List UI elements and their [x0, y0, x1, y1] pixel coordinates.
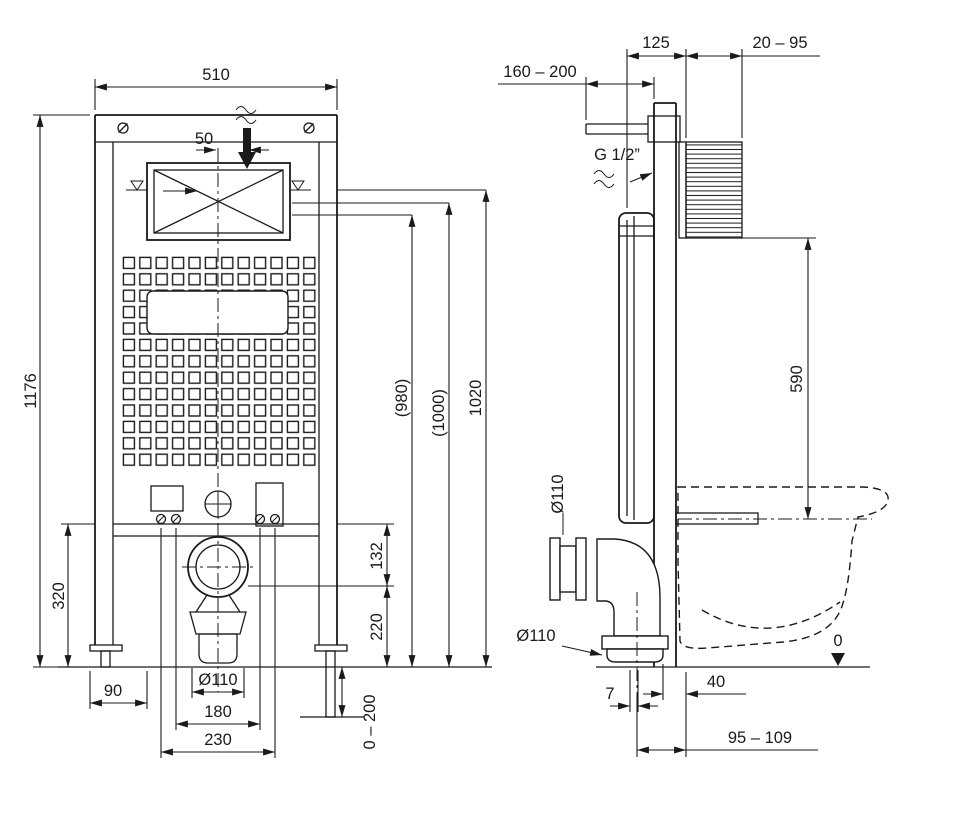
- dim-90: 90: [104, 682, 122, 700]
- floor-datum: 0: [831, 632, 845, 666]
- dim-7: 7: [605, 685, 614, 703]
- dim-160-200: 160 – 200: [503, 63, 576, 81]
- label-water-connection: G 1/2”: [594, 146, 640, 164]
- protection-plate-grid: [121, 255, 318, 469]
- supply-pipe: [585, 123, 648, 135]
- pipe-coupler: [549, 537, 587, 601]
- dimensions-side: 160 – 200 125 20 – 95 G 1/2” 590 Ø110: [498, 34, 820, 757]
- odor-extraction-icon: [235, 106, 257, 124]
- wall-hatch: [685, 141, 743, 239]
- dim-125: 125: [642, 34, 670, 52]
- fixing-screw-icon: [269, 513, 281, 525]
- inlet-arrow-icon: [238, 128, 256, 169]
- fixing-screw-icon: [155, 513, 167, 525]
- dim-20-95: 20 – 95: [752, 34, 807, 52]
- wall-section: [678, 141, 743, 239]
- dim-320: 320: [50, 582, 68, 610]
- dim-510: 510: [202, 66, 230, 84]
- datum-arrow-icon: [831, 653, 845, 666]
- fixing-screw-icon: [254, 513, 266, 525]
- dim-230: 230: [204, 731, 232, 749]
- water-level-icon: [126, 180, 147, 191]
- right-foot: [314, 644, 348, 652]
- label-pipe-dia-outlet: Ø110: [516, 627, 555, 645]
- left-foot: [89, 644, 123, 652]
- label-pipe-dia-side: Ø110: [549, 474, 567, 513]
- dim-0-200: 0 – 200: [361, 694, 379, 749]
- dim-980: (980): [393, 379, 411, 418]
- dim-drain-dia: Ø110: [198, 671, 237, 689]
- drain-assembly: [182, 148, 254, 692]
- dim-1020: 1020: [467, 380, 485, 417]
- dim-220: 220: [368, 613, 386, 641]
- dim-1000: (1000): [430, 389, 448, 437]
- front-view: 510 50 1176 320 1020 (1000) (980): [22, 66, 492, 758]
- supply-elbow: [647, 115, 681, 143]
- cistern-profile: [618, 212, 655, 524]
- water-level-icon: [290, 180, 311, 191]
- screw-hole-icon: [117, 122, 129, 134]
- fixing-screw-icon: [170, 513, 182, 525]
- mounting-hardware: [150, 482, 284, 527]
- dim-590: 590: [788, 365, 806, 393]
- water-wave-icon: [593, 170, 615, 188]
- connection-arrow-icon: [629, 172, 653, 183]
- dim-40: 40: [707, 673, 725, 691]
- toilet-bowl-outline: [675, 486, 889, 650]
- dim-50: 50: [195, 130, 213, 148]
- dimensions-front: 510 50 1176 320 1020 (1000) (980): [22, 66, 490, 758]
- drain-elbow: [549, 537, 870, 694]
- dim-132: 132: [368, 542, 386, 570]
- screw-hole-icon: [303, 122, 315, 134]
- dim-180: 180: [204, 703, 232, 721]
- dim-1176: 1176: [22, 373, 40, 408]
- dim-95-109: 95 – 109: [728, 729, 792, 747]
- label-floor-datum: 0: [833, 632, 842, 650]
- mounting-plate: [678, 141, 687, 239]
- side-view: 0 160 – 200 125 20 – 95 G 1/2”: [498, 34, 889, 757]
